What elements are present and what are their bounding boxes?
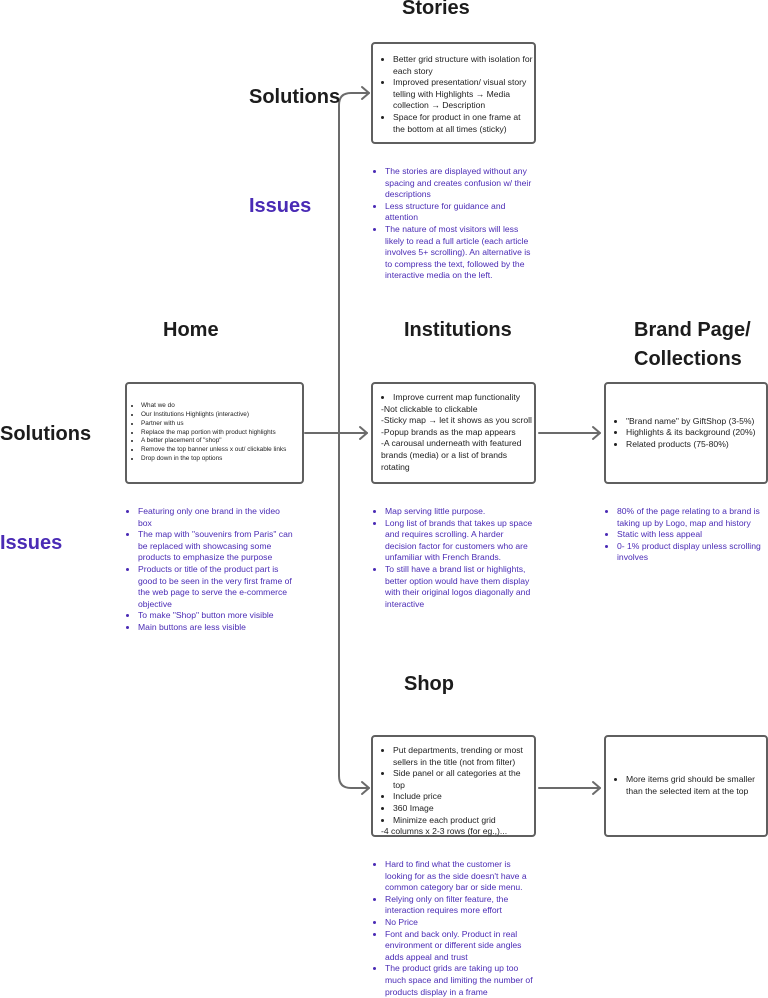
list-item: Drop down in the top options — [141, 455, 302, 464]
list-item: To make "Shop" button more visible — [138, 610, 293, 622]
home-issues: Featuring only one brand in the video bo… — [125, 506, 293, 634]
home-issues-label: Issues — [0, 532, 63, 554]
brand-page-solutions-box: "Brand name" by GiftShop (3-5%) Highligh… — [604, 382, 768, 484]
arrowhead-shop-detail — [592, 781, 601, 795]
connector-trunk — [338, 92, 370, 434]
list-item: Improved presentation/ visual story tell… — [393, 77, 534, 112]
shop-solutions-list: Put departments, trending or most seller… — [373, 745, 534, 826]
list-item: A better placement of "shop" — [141, 437, 302, 446]
list-item: 0- 1% product display unless scrolling i… — [617, 541, 764, 564]
list-item: Minimize each product grid — [393, 815, 534, 827]
home-solutions-list: What we do Our Institutions Highlights (… — [127, 402, 302, 464]
list-item: Space for product in one frame at the bo… — [393, 112, 534, 135]
shop-detail-solutions-list: More items grid should be smaller than t… — [606, 774, 766, 797]
list-item: Replace the map portion with product hig… — [141, 429, 302, 438]
shop-heading: Shop — [404, 673, 454, 695]
connector-trunk-down — [338, 432, 370, 789]
list-item: Our Institutions Highlights (interactive… — [141, 411, 302, 420]
shop-issues: Hard to find what the customer is lookin… — [372, 859, 537, 998]
list-item: The product grids are taking up too much… — [385, 963, 537, 998]
stories-issues: The stories are displayed without any sp… — [372, 166, 537, 282]
list-item: The stories are displayed without any sp… — [385, 166, 537, 201]
list-item: 360 Image — [393, 803, 534, 815]
stories-heading: Stories — [402, 0, 470, 19]
list-item: Long list of brands that takes up space … — [385, 518, 537, 564]
list-item: Relying only on filter feature, the inte… — [385, 894, 537, 917]
home-solutions-box: What we do Our Institutions Highlights (… — [125, 382, 304, 484]
list-item: Better grid structure with isolation for… — [393, 54, 534, 77]
list-item: Main buttons are less visible — [138, 622, 293, 634]
institutions-solution-line: -Not clickable to clickable — [381, 403, 478, 414]
arrowhead-brand — [592, 426, 601, 440]
list-item: "Brand name" by GiftShop (3-5%) — [626, 416, 766, 428]
brand-page-issues: 80% of the page relating to a brand is t… — [604, 506, 764, 564]
list-item: The nature of most visitors will less li… — [385, 224, 537, 282]
brand-page-solutions-list: "Brand name" by GiftShop (3-5%) Highligh… — [606, 416, 766, 451]
institutions-solution-line: -A carousal underneath with featured bra… — [381, 438, 522, 472]
list-item: Partner with us — [141, 420, 302, 429]
list-item: Hard to find what the customer is lookin… — [385, 859, 537, 894]
arrowhead-stories — [361, 86, 370, 100]
brand-page-heading-line2: Collections — [634, 348, 742, 370]
list-item: No Price — [385, 917, 537, 929]
institutions-solutions-list: Improve current map functionality — [373, 392, 534, 404]
list-item: To still have a brand list or highlights… — [385, 564, 537, 610]
list-item: More items grid should be smaller than t… — [626, 774, 766, 797]
institutions-heading: Institutions — [404, 319, 512, 341]
shop-detail-solutions-box: More items grid should be smaller than t… — [604, 735, 768, 837]
list-item: Include price — [393, 791, 534, 803]
stories-issues-label: Issues — [249, 195, 312, 217]
stories-solutions-label: Solutions — [249, 86, 341, 108]
list-item: Map serving little purpose. — [385, 506, 537, 518]
list-item: The map with "souvenirs from Paris" can … — [138, 529, 293, 564]
stories-solutions-box: Better grid structure with isolation for… — [371, 42, 536, 144]
institutions-issues: Map serving little purpose. Long list of… — [372, 506, 537, 610]
list-item: Highlights & its background (20%) — [626, 427, 766, 439]
arrowhead-institutions — [359, 426, 368, 440]
list-item: Products or title of the product part is… — [138, 564, 293, 610]
list-item: 80% of the page relating to a brand is t… — [617, 506, 764, 529]
home-solutions-label: Solutions — [0, 423, 92, 445]
institutions-solution-line: -Sticky map → let it shows as you scroll — [381, 415, 532, 426]
list-item: Featuring only one brand in the video bo… — [138, 506, 293, 529]
list-item: Static with less appeal — [617, 529, 764, 541]
list-item: Less structure for guidance and attentio… — [385, 201, 537, 224]
institutions-solutions-box: Improve current map functionality -Not c… — [371, 382, 536, 484]
shop-solutions-box: Put departments, trending or most seller… — [371, 735, 536, 837]
list-item: Put departments, trending or most seller… — [393, 745, 534, 768]
list-item: Remove the top banner unless x out/ clic… — [141, 446, 302, 455]
list-item: Font and back only. Product in real envi… — [385, 929, 537, 964]
home-heading: Home — [163, 319, 219, 341]
arrowhead-shop — [361, 781, 370, 795]
list-item: Related products (75-80%) — [626, 439, 766, 451]
list-item: Side panel or all categories at the top — [393, 768, 534, 791]
list-item: Improve current map functionality — [393, 392, 534, 404]
stories-solutions-list: Better grid structure with isolation for… — [373, 54, 534, 135]
list-item: What we do — [141, 402, 302, 411]
shop-solution-line: -4 columns x 2-3 rows (for eg.,)... — [381, 826, 508, 837]
brand-page-heading-line1: Brand Page/ — [634, 319, 751, 341]
institutions-solution-line: -Popup brands as the map appears — [381, 426, 516, 437]
